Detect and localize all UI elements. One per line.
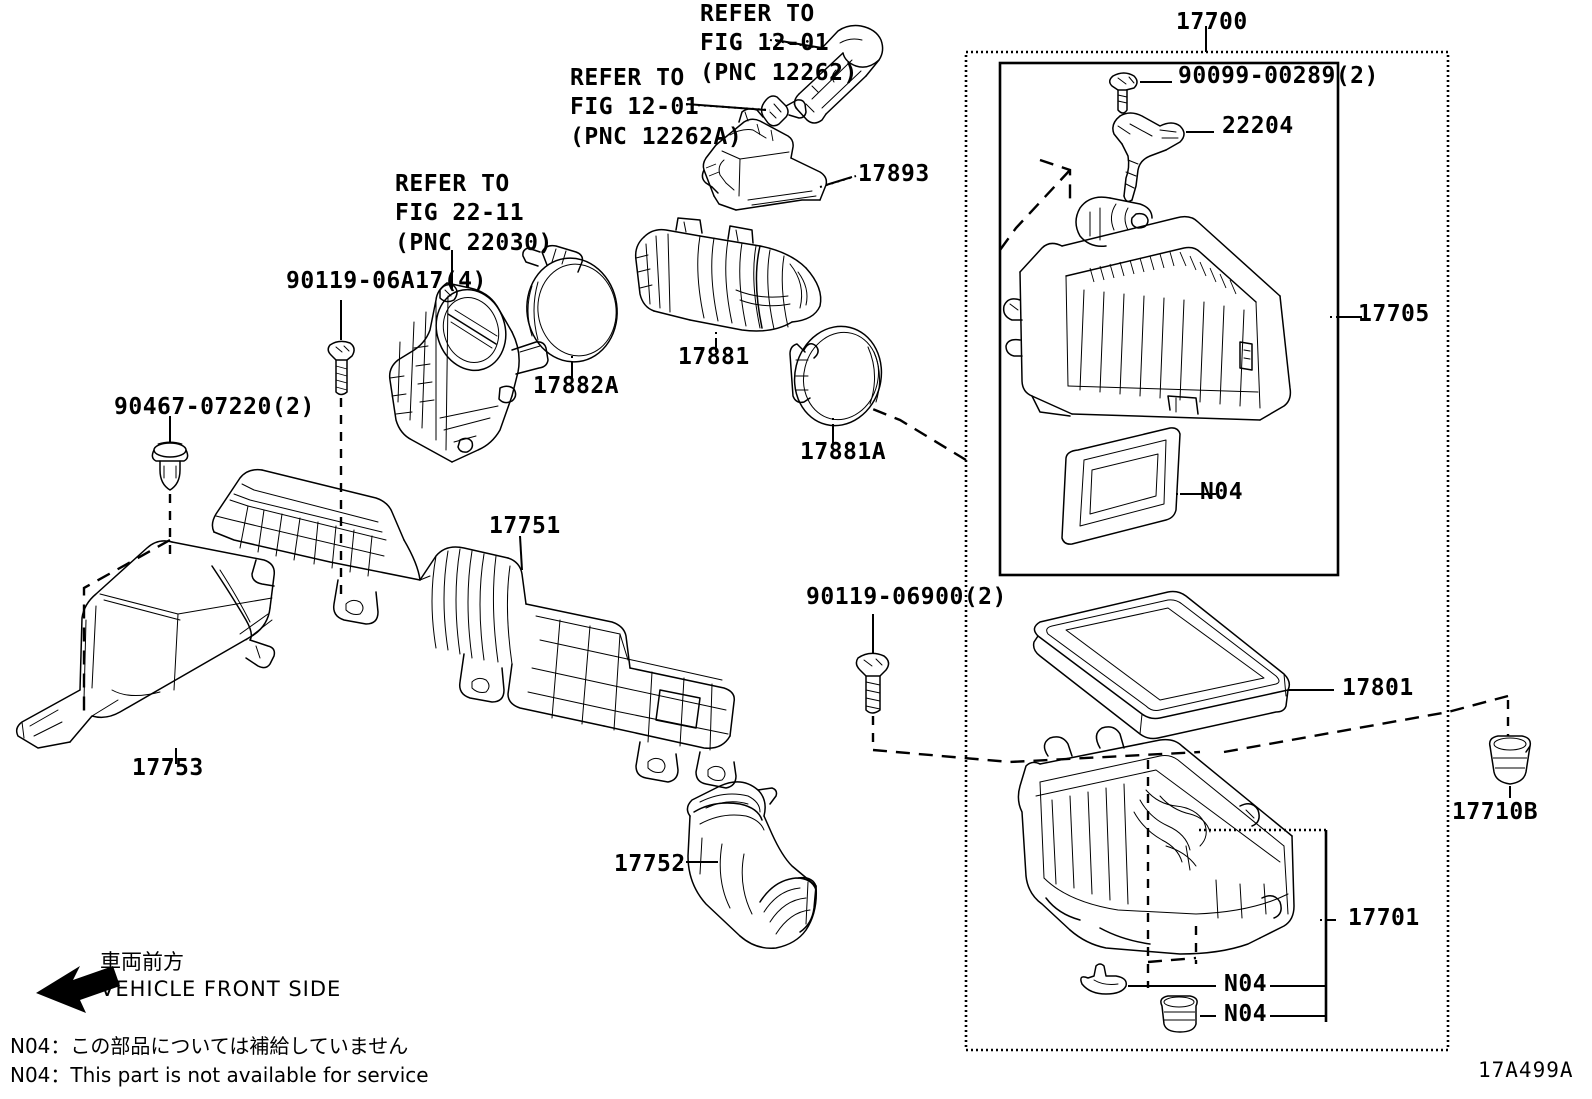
label-90099-00289: 90099-00289(2) [1178,63,1379,89]
label-17752: 17752 [614,851,686,877]
note-n04-en: N04：This part is not available for servi… [10,1063,429,1087]
part-12262a-bracket [760,95,807,127]
part-n04-case-grommet-b [1160,995,1326,1033]
part-12262-coil-connector [793,24,884,124]
part-22030-throttle-body [388,282,549,463]
label-n04-filter-seal: N04 [1200,479,1244,505]
label-17705: 17705 [1358,301,1430,327]
part-17705-air-cleaner-cap [1002,196,1292,421]
label-90119-06900: 90119-06900(2) [806,584,1007,610]
note-n04-jp: N04：この部品については補給していません [10,1034,409,1058]
label-refer-fig12-01-12262: REFER TO FIG 12-01 (PNC 12262) [700,1,858,86]
label-22204: 22204 [1222,113,1294,139]
label-90467-07220: 90467-07220(2) [114,394,315,420]
label-refer-fig22-11-22030: REFER TO FIG 22-11 (PNC 22030) [395,171,553,256]
label-90119-06a17: 90119-06A17(4) [286,268,487,294]
front-side-label-jp: 車両前方 [100,950,184,974]
part-17881a-clamp [789,325,883,427]
label-17751: 17751 [489,513,561,539]
part-90119-06900-bolt [855,614,1201,764]
part-17701-air-cleaner-case [1017,726,1295,955]
part-17882a-clamp [522,244,618,363]
part-17893-inlet-resonator [701,108,828,211]
label-17700: 17700 [1176,9,1248,35]
label-n04-case-b: N04 [1224,1001,1268,1027]
box-17705 [998,61,1340,577]
part-n04-case-grommet-a [1080,963,1326,995]
front-side-label-en: VEHICLE FRONT SIDE [100,977,342,1001]
figure-code: 17A499A [1478,1058,1574,1082]
part-90467-07220-clip [82,416,189,714]
vehicle-front-arrow [36,966,120,1013]
label-17882a: 17882A [533,373,620,399]
label-17710b: 17710B [1452,799,1539,825]
part-17801-air-filter-element [1032,590,1334,740]
label-17753: 17753 [132,755,204,781]
part-17751-intake-duct [211,468,737,789]
label-17893: 17893 [858,161,930,187]
part-n04-filter-seal [1061,427,1216,545]
part-17752-inlet-hose [686,781,818,949]
label-17881a: 17881A [800,439,887,465]
part-17881-air-hose [634,217,822,332]
label-17801: 17801 [1342,675,1414,701]
part-17753-air-inlet [15,540,276,749]
label-refer-fig12-01-12262a: REFER TO FIG 12-01 (PNC 12262A) [570,65,743,150]
part-22204-maf-meter [1112,112,1214,203]
label-17701: 17701 [1348,905,1420,931]
label-n04-case-a: N04 [1224,971,1268,997]
label-17881: 17881 [678,344,750,370]
part-17710b-drain-plug [1488,735,1532,798]
part-90099-00289-screw [1109,72,1172,114]
part-90119-06a17-bolt [327,300,355,600]
